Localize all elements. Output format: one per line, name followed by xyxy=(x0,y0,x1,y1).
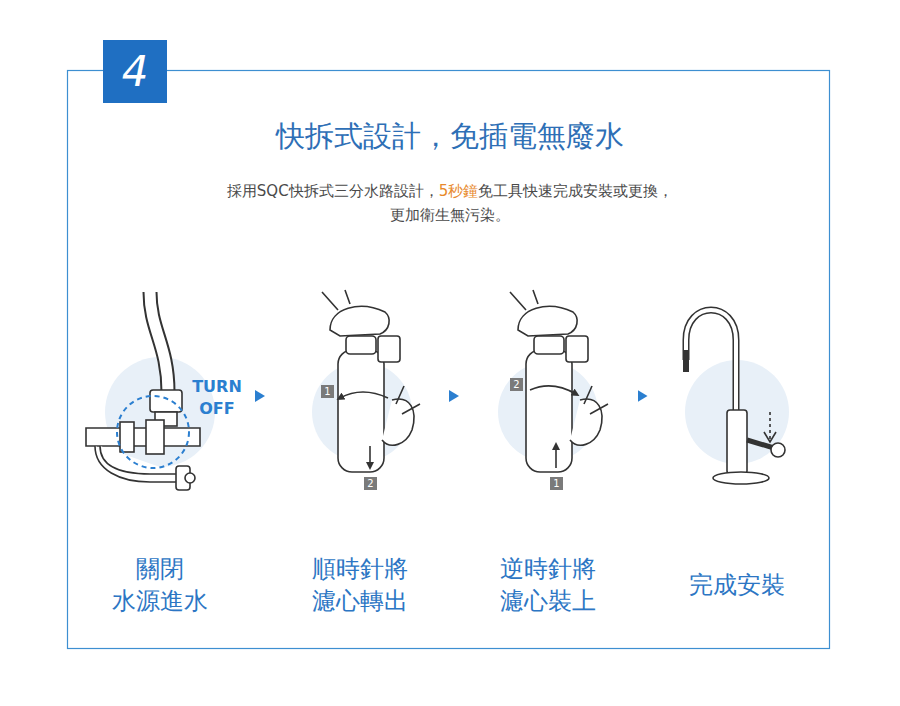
step-caption: 逆時針將 濾心裝上 xyxy=(488,553,608,617)
panel-frame xyxy=(68,71,830,649)
step-arrow xyxy=(628,396,657,397)
body-text: 免工具快速完成安裝或更換， xyxy=(478,182,673,200)
callout-number: 2 xyxy=(364,477,377,490)
step-box: 逆時針將 濾心裝上 xyxy=(468,300,628,630)
step-arrow xyxy=(440,396,468,397)
filter-remove-figure xyxy=(312,290,420,472)
step-badge: 4 xyxy=(103,40,167,103)
body-line: 採用SQC快拆式三分水路設計，5秒鐘免工具快速完成安裝或更換， xyxy=(0,180,900,202)
filter-install-figure xyxy=(498,290,608,472)
caption-area: 關閉 水源進水 xyxy=(80,540,240,630)
step-number: 4 xyxy=(122,48,149,96)
step-caption: 完成安裝 xyxy=(677,569,797,601)
highlight-text: 5秒鐘 xyxy=(439,182,479,200)
step-box: 完成安裝 xyxy=(657,300,817,630)
step-caption: 關閉 水源進水 xyxy=(100,553,220,617)
step-arrow xyxy=(240,396,280,397)
step-caption: 順時針將 濾心轉出 xyxy=(300,553,420,617)
callout-number: 2 xyxy=(510,378,523,391)
heading: 快拆式設計，免插電無廢水 xyxy=(0,116,900,156)
callout-number: 1 xyxy=(550,477,563,490)
faucet-figure xyxy=(683,310,789,484)
callout-number: 1 xyxy=(321,385,334,398)
body-text: 更加衛生無污染。 xyxy=(0,204,900,226)
step-box: 關閉 水源進水 xyxy=(80,300,240,630)
turn-off-label: TURN OFF xyxy=(186,376,248,420)
caption-area: 順時針將 濾心轉出 xyxy=(280,540,440,630)
caption-area: 完成安裝 xyxy=(657,540,817,630)
body-text: 採用SQC快拆式三分水路設計， xyxy=(227,182,439,200)
caption-area: 逆時針將 濾心裝上 xyxy=(468,540,628,630)
step-box: 順時針將 濾心轉出 xyxy=(280,300,440,630)
